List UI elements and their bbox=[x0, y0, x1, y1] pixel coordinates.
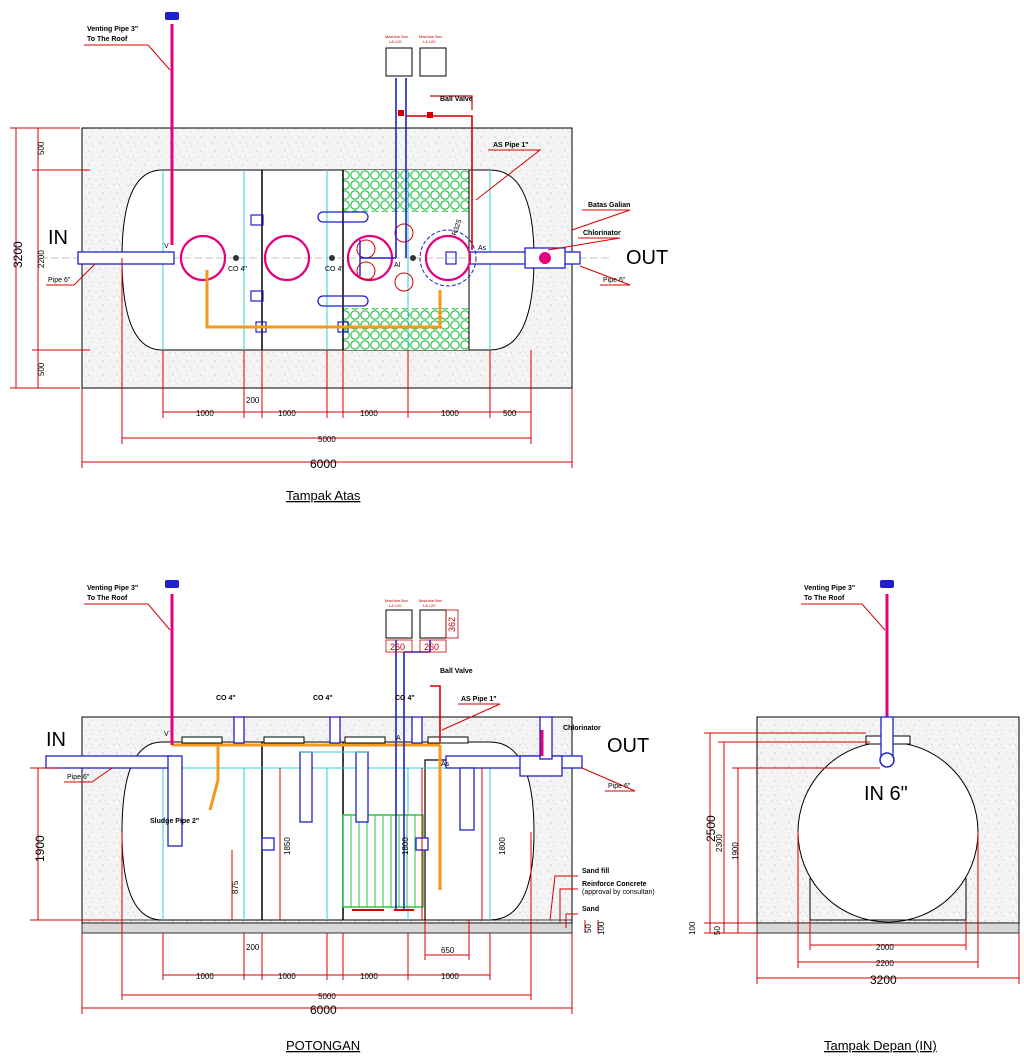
dim-6000-section: 6000 bbox=[310, 1003, 337, 1017]
out-label-section: OUT bbox=[607, 735, 649, 757]
machine-box-1 bbox=[385, 47, 413, 77]
batas-galian-label: Batas Galian bbox=[588, 202, 630, 209]
section-venting-1: Venting Pipe 3" bbox=[87, 585, 138, 592]
ai-label: AI bbox=[394, 262, 401, 269]
dim-5000-top: 5000 bbox=[318, 435, 336, 444]
section-machine-box-2-name: Machine Box bbox=[419, 598, 442, 603]
section-co-2: CO 4" bbox=[313, 695, 333, 702]
reinforce-label-2: (approval by consultan) bbox=[582, 889, 655, 896]
section-machine-box-1-model: LA 120 bbox=[389, 603, 402, 608]
dim-100-front: 100 bbox=[688, 921, 697, 935]
section-venting-2: To The Roof bbox=[87, 595, 128, 602]
dim-1800a: 1800 bbox=[401, 837, 410, 855]
ball-valve-label: Ball Valve bbox=[440, 96, 473, 103]
dim-362: 362 bbox=[447, 617, 457, 632]
dim-1900-section: 1900 bbox=[33, 835, 47, 862]
venting-label-2: To The Roof bbox=[87, 36, 128, 43]
as-label: As bbox=[478, 245, 487, 252]
venting-label-1: Venting Pipe 3" bbox=[87, 26, 138, 33]
dim-2000-front: 2000 bbox=[876, 943, 894, 952]
out-label-top: OUT bbox=[626, 247, 668, 269]
dim-260b: 260 bbox=[424, 642, 439, 652]
section-dim-1000-1: 1000 bbox=[196, 972, 214, 981]
machine-box-2-name: Machine Box bbox=[419, 34, 442, 39]
sludge-pipe-label: Sludge Pipe 2" bbox=[150, 818, 199, 825]
dim-1900-front: 1900 bbox=[731, 842, 740, 860]
section-view: IN OUT Venting Pipe 3" To The Roof Machi… bbox=[30, 580, 655, 1053]
machine-box-2 bbox=[419, 47, 447, 77]
dim-2500: 2500 bbox=[704, 815, 718, 842]
dim-2300: 2300 bbox=[715, 834, 724, 852]
co-label-1: CO 4" bbox=[228, 266, 247, 273]
tank-circle-front bbox=[797, 741, 979, 923]
machine-box-2-model: LA 120 bbox=[423, 39, 436, 44]
section-co-3: CO 4" bbox=[395, 695, 415, 702]
dim-1000-1: 1000 bbox=[196, 409, 214, 418]
dim-2200-top: 2200 bbox=[37, 250, 46, 268]
in6-label: IN 6" bbox=[864, 783, 908, 805]
sand-label: Sand bbox=[582, 906, 599, 913]
sand-fill-label: Sand fill bbox=[582, 868, 609, 875]
dim-650: 650 bbox=[441, 946, 455, 955]
dim-260a: 260 bbox=[390, 642, 405, 652]
dim-100-section: 100 bbox=[597, 921, 606, 935]
dim-1000-4: 1000 bbox=[441, 409, 459, 418]
reinforce-label-1: Reinforce Concrete bbox=[582, 881, 647, 888]
title-tampak-atas: Tampak Atas bbox=[286, 488, 361, 503]
section-pipe-in: Pipe 6" bbox=[67, 774, 90, 781]
dim-5000-section: 5000 bbox=[318, 992, 336, 1001]
section-v-label: V bbox=[164, 731, 169, 738]
pipe-out-label: Pipe 6" bbox=[603, 277, 626, 284]
section-ai-label: A bbox=[396, 735, 401, 742]
filter-media-bottom bbox=[343, 308, 469, 350]
dim-500b: 500 bbox=[37, 362, 46, 376]
dim-1850: 1850 bbox=[283, 837, 292, 855]
section-as-pipe-label: AS Pipe 1" bbox=[461, 696, 497, 703]
dim-200-top: 200 bbox=[246, 396, 260, 405]
v-label: V bbox=[164, 243, 169, 250]
title-tampak-depan: Tampak Depan (IN) bbox=[824, 1038, 937, 1053]
dim-6000-top: 6000 bbox=[310, 457, 337, 471]
in-label-section: IN bbox=[46, 729, 66, 751]
section-co-1: CO 4" bbox=[216, 695, 236, 702]
front-venting-2: To The Roof bbox=[804, 595, 845, 602]
co-label-2: CO 4" bbox=[325, 266, 344, 273]
section-chlorinator-label: Chlorinator bbox=[563, 725, 601, 732]
dim-50-front: 50 bbox=[713, 926, 722, 935]
dim-2200-front: 2200 bbox=[876, 959, 894, 968]
front-view: Venting Pipe 3" To The Roof IN 6" 2500 2… bbox=[688, 580, 1020, 1053]
section-as-label: As bbox=[441, 761, 450, 768]
title-potongan: POTONGAN bbox=[286, 1038, 360, 1053]
section-machine-box-1-name: Machine Box bbox=[385, 598, 408, 603]
section-dim-1000-4: 1000 bbox=[441, 972, 459, 981]
dim-200-section: 200 bbox=[246, 943, 260, 952]
in-label-top: IN bbox=[48, 227, 68, 249]
section-dim-1000-2: 1000 bbox=[278, 972, 296, 981]
section-dim-1000-3: 1000 bbox=[360, 972, 378, 981]
dim-875: 875 bbox=[231, 880, 240, 894]
machine-box-1-model: LA 120 bbox=[389, 39, 402, 44]
section-machine-box-2-model: LA 120 bbox=[423, 603, 436, 608]
top-view: IN OUT Venting Pipe 3" To The Roof Machi… bbox=[10, 12, 668, 503]
dim-1000-3: 1000 bbox=[360, 409, 378, 418]
dim-500a: 500 bbox=[37, 141, 46, 155]
front-venting-1: Venting Pipe 3" bbox=[804, 585, 855, 592]
dim-3200-top: 3200 bbox=[11, 241, 25, 268]
section-ball-valve-label: Ball Valve bbox=[440, 668, 473, 675]
dim-500-row: 500 bbox=[503, 409, 517, 418]
pipe-in-label: Pipe 6" bbox=[48, 277, 71, 284]
dim-50-section: 50 bbox=[584, 924, 593, 933]
dim-1000-2: 1000 bbox=[278, 409, 296, 418]
as-pipe-label: AS Pipe 1" bbox=[493, 142, 529, 149]
machine-box-1-name: Machine Box bbox=[385, 34, 408, 39]
section-pipe-out: Pipe 6" bbox=[608, 783, 631, 790]
dim-3200-front: 3200 bbox=[870, 973, 897, 987]
dim-1800b: 1800 bbox=[498, 837, 507, 855]
chlorinator-label: Chlorinator bbox=[583, 230, 621, 237]
